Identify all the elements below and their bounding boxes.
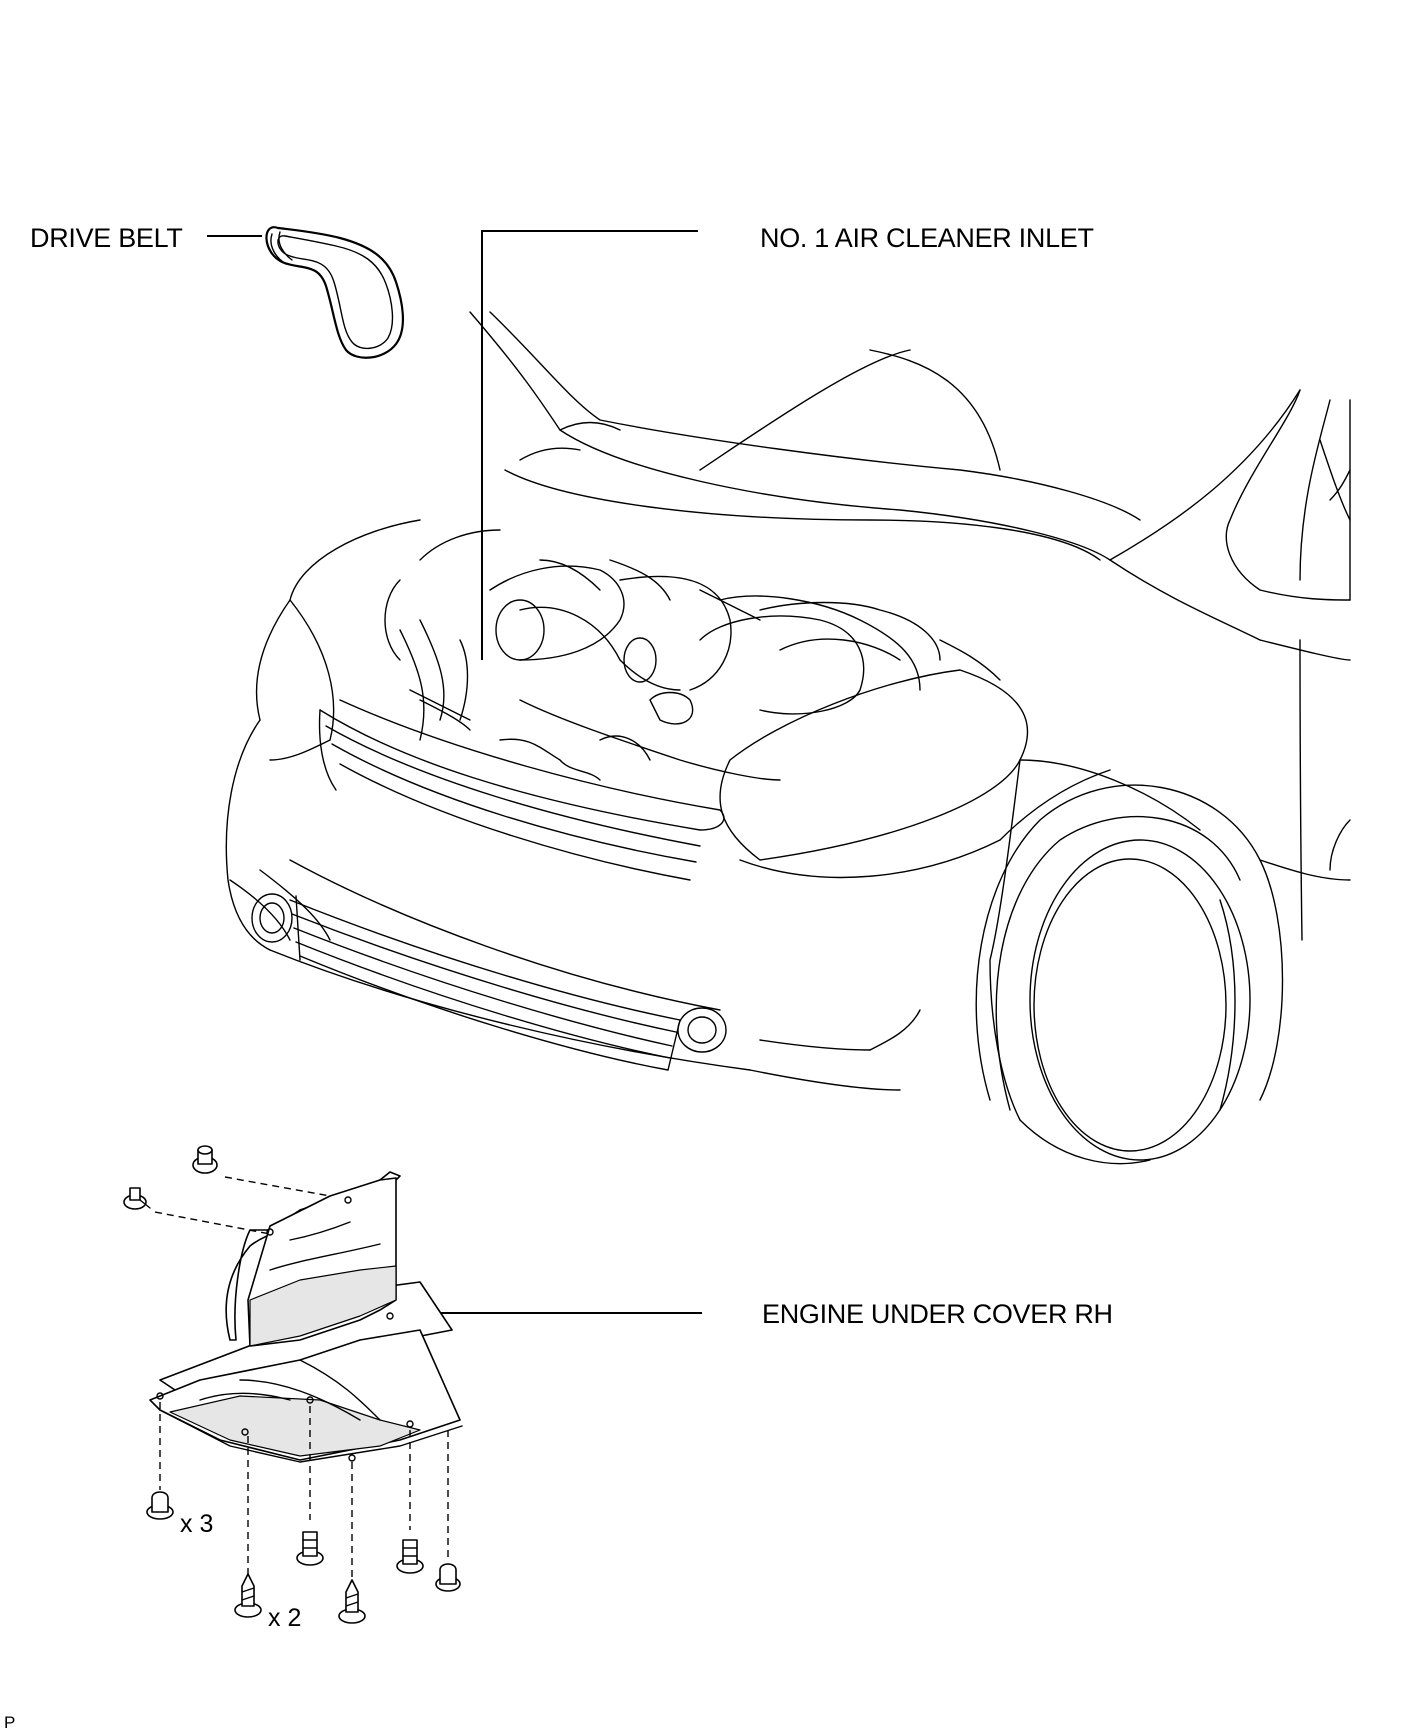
screw-quantity-label: x 2 [268, 1604, 302, 1632]
fastener-clip-top [192, 1145, 218, 1174]
engine-under-cover-illustration [149, 1171, 463, 1463]
fastener-screw [234, 1573, 262, 1618]
clip-quantity-label: x 3 [180, 1510, 214, 1538]
fastener-clip [435, 1563, 461, 1592]
air-cleaner-inlet-label: NO. 1 AIR CLEANER INLET [760, 223, 1094, 253]
drive-belt-label: DRIVE BELT [30, 223, 183, 253]
figure-code: P [4, 1713, 16, 1732]
fastener-screw [338, 1579, 366, 1624]
engine-under-cover-label: ENGINE UNDER COVER RH [762, 1299, 1113, 1329]
fastener-bolt [396, 1539, 424, 1574]
air-cleaner-inlet-leader [481, 230, 698, 660]
fastener-screw-top [123, 1187, 151, 1210]
fastener-guide-lines [154, 1176, 449, 1590]
vehicle-body-outline [225, 311, 1351, 1165]
drive-belt-illustration [265, 226, 405, 359]
fastener-clip [146, 1491, 174, 1520]
fastener-bolt [296, 1531, 324, 1566]
